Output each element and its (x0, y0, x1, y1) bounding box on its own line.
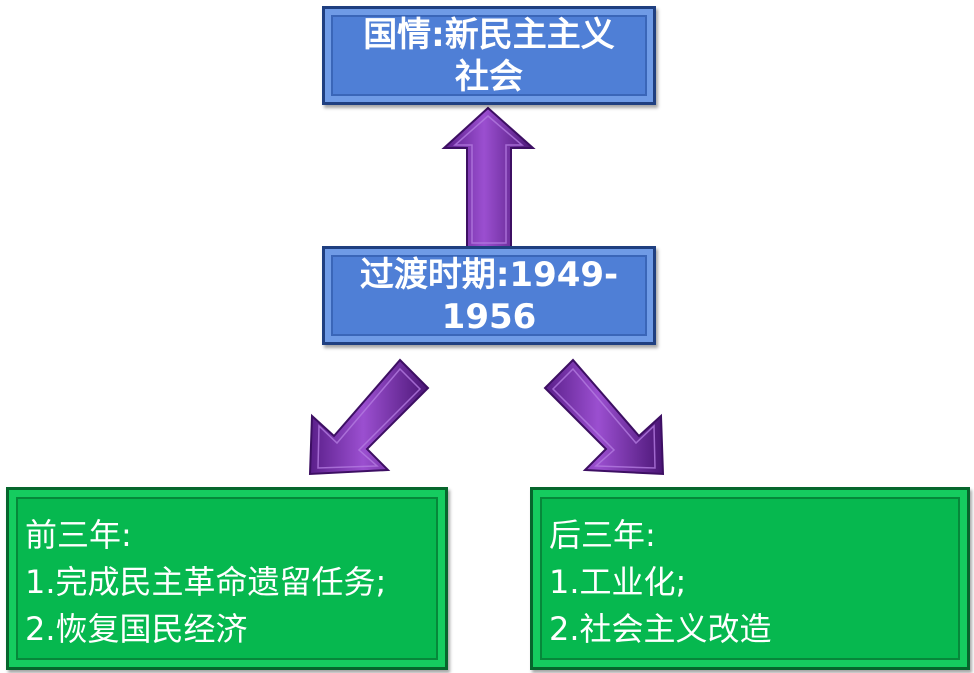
transition-period-box: 过渡时期:1949- 1956 (322, 246, 656, 345)
national-condition-box: 国情:新民主主义 社会 (322, 6, 656, 105)
national-condition-line2: 社会 (455, 56, 523, 97)
arrow-down-right (543, 358, 665, 476)
last-three-years-title: 后三年: (549, 516, 656, 554)
first-three-years-item-2: 2.恢复国民经济 (25, 610, 248, 648)
last-three-years-item-2: 2.社会主义改造 (549, 610, 772, 648)
first-three-years-item-1: 1.完成民主革命遗留任务; (25, 563, 387, 601)
arrow-up (441, 106, 536, 248)
last-three-years-box: 后三年: 1.工业化; 2.社会主义改造 (530, 487, 970, 670)
last-three-years-item-1: 1.工业化; (549, 563, 687, 601)
transition-period-line1: 过渡时期:1949- (359, 254, 619, 295)
first-three-years-title: 前三年: (25, 516, 132, 554)
first-three-years-box: 前三年: 1.完成民主革命遗留任务; 2.恢复国民经济 (6, 487, 448, 670)
transition-period-line2: 1956 (441, 296, 537, 337)
national-condition-line1: 国情:新民主主义 (363, 14, 615, 55)
arrow-down-left (308, 358, 430, 476)
